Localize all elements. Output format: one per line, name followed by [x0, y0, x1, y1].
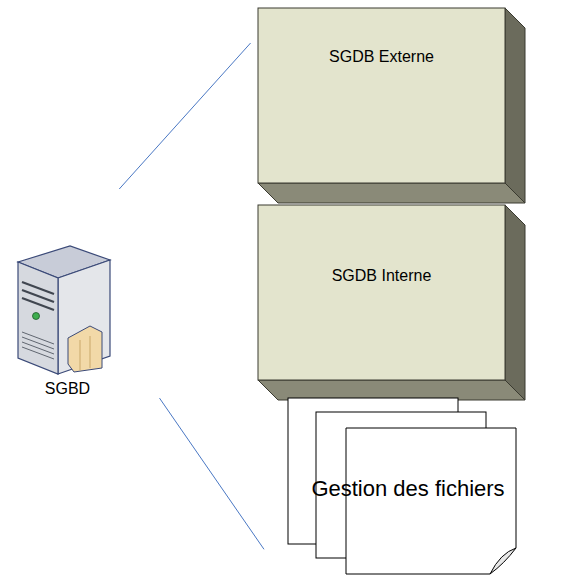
process-box: SGDB Externe: [258, 8, 505, 183]
document-stack: Gestion des fichiers: [288, 398, 528, 576]
process-box: SGDB Interne: [258, 205, 505, 380]
box-label: SGDB Interne: [258, 267, 505, 285]
connector-line: [160, 398, 265, 549]
box-outline: [258, 8, 505, 183]
icon-label: SGBD: [10, 380, 125, 398]
server-node: SGBD: [10, 240, 125, 410]
connector-line: [119, 43, 250, 189]
box-label: Gestion des fichiers: [288, 476, 528, 502]
box-label: SGDB Externe: [258, 48, 505, 66]
box-outline: [258, 205, 505, 380]
